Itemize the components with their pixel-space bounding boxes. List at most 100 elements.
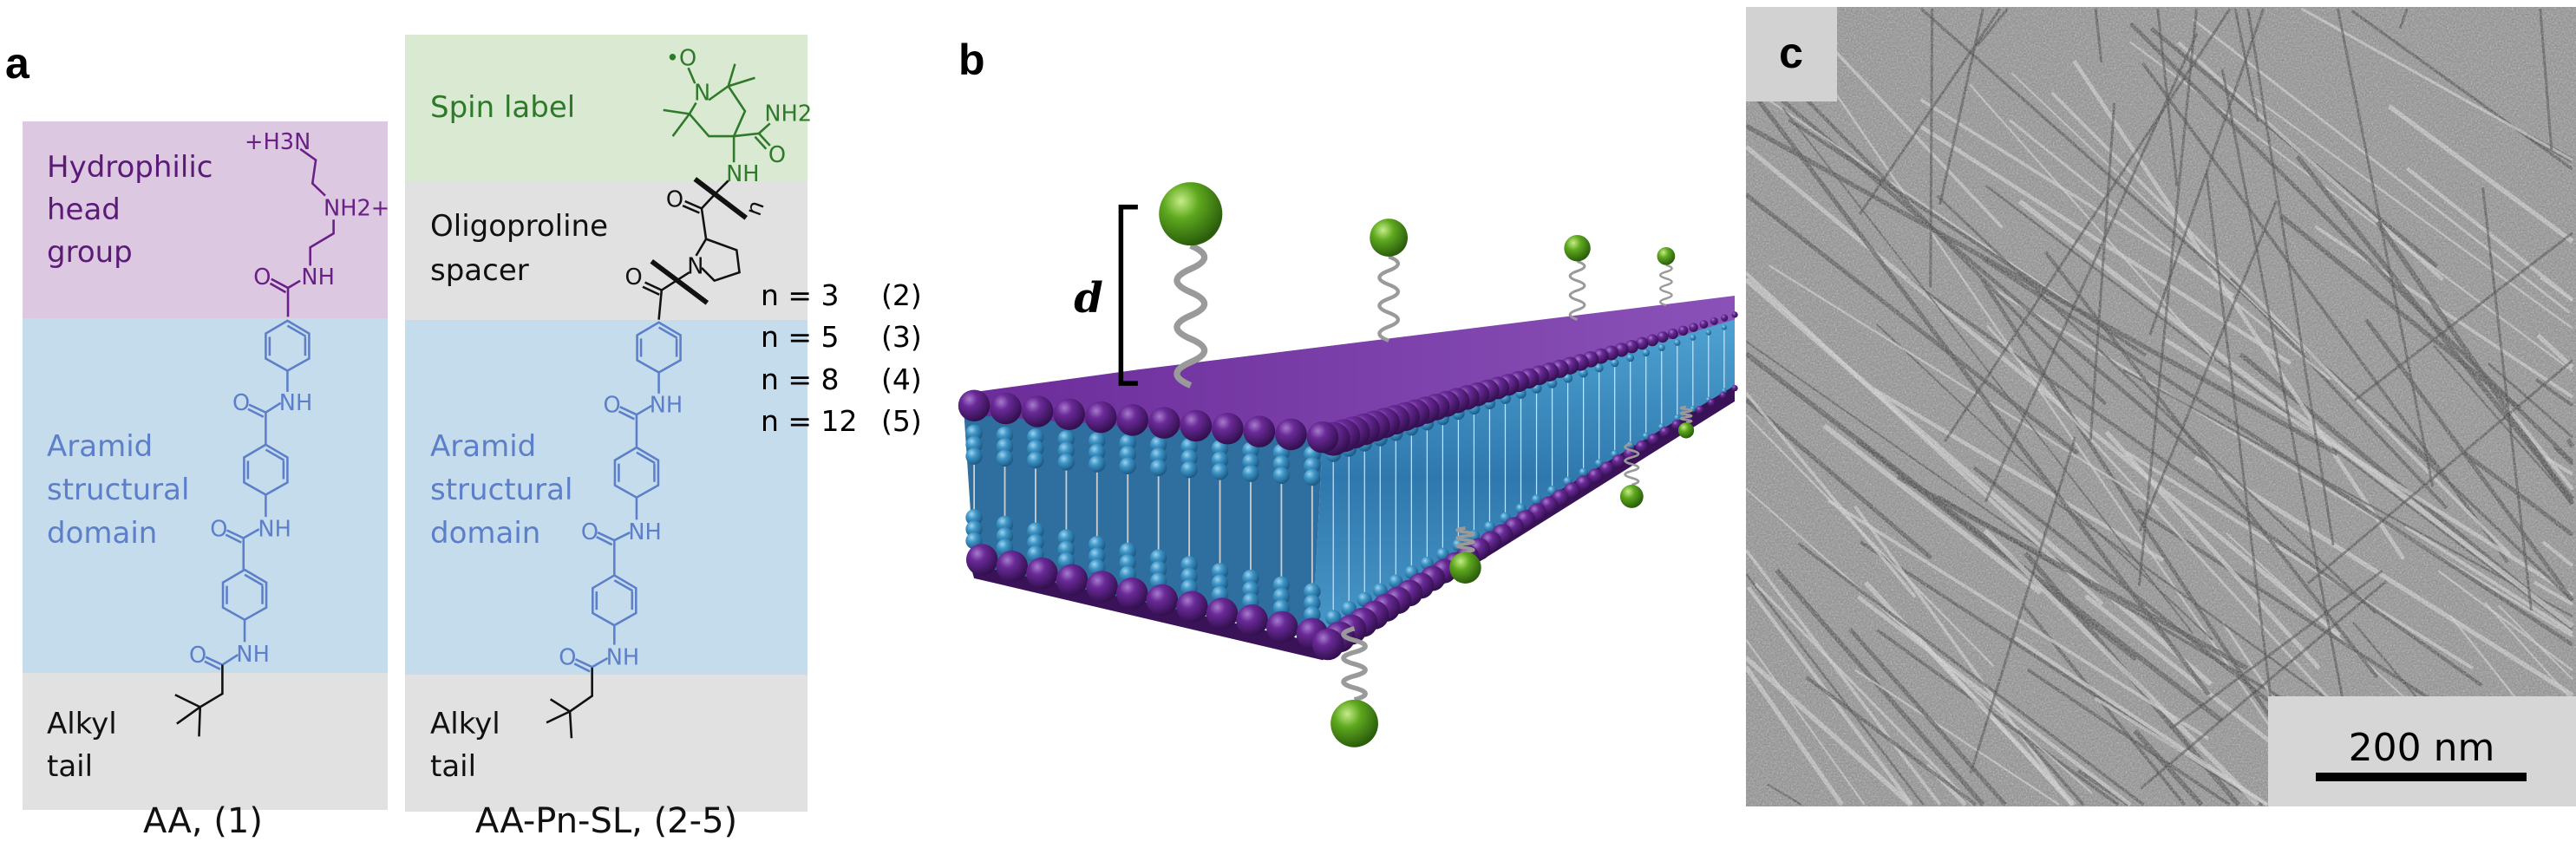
head-sphere (990, 392, 1022, 425)
tail-bead (1211, 574, 1229, 591)
aa-molecule-structure: +H3N NH2+ NH O NH O NH O NH O (174, 129, 389, 737)
top-face (963, 296, 1736, 441)
spin-label-sphere (1677, 422, 1695, 439)
tail-bead (1304, 468, 1321, 486)
tail-bead (1149, 549, 1167, 567)
head-sphere (1612, 454, 1625, 468)
spin-label-region (405, 35, 807, 182)
head-sphere (1599, 461, 1614, 476)
head-sphere (1021, 395, 1054, 428)
spin-label-sphere (1159, 182, 1223, 246)
head-sphere (1721, 314, 1729, 322)
tail-bead (1272, 467, 1291, 485)
chem-label: NH (726, 161, 759, 187)
distance-label: d (1074, 274, 1103, 323)
head-sphere (1659, 427, 1670, 438)
tail-bead (1057, 540, 1076, 558)
tail-bead (1594, 363, 1604, 373)
region-label: Alkyl (430, 707, 500, 741)
head-sphere (1689, 323, 1698, 332)
tail-bead (1242, 581, 1259, 598)
tail-bead (996, 426, 1014, 444)
caption-aa: AA, (1) (143, 801, 263, 841)
tail-bead (1180, 556, 1198, 573)
chem-label: O (253, 264, 271, 290)
tail-bead (1211, 440, 1229, 457)
head-sphere (1026, 557, 1058, 590)
head-sphere (1647, 434, 1659, 446)
spin-label-sphere (1449, 552, 1481, 584)
tail-bead (996, 515, 1014, 533)
spin-label-sphere (1370, 219, 1409, 257)
region-label: structural (430, 473, 572, 507)
caption-aa-pn-sl: AA-Pn-SL, (2-5) (475, 801, 737, 841)
head-sphere (1587, 468, 1603, 484)
head-sphere (1306, 421, 1339, 454)
tail-bead (965, 424, 983, 442)
linker-helix (1568, 260, 1586, 321)
tail-bead (1674, 339, 1681, 346)
region-label: head (47, 193, 121, 227)
tail-bead (1119, 446, 1136, 463)
head-sphere (965, 544, 998, 576)
region-label: Aramid (430, 429, 536, 464)
tail-bead (1642, 349, 1650, 357)
chem-label: O (189, 643, 206, 669)
chem-label: +H3N (245, 129, 311, 155)
tail-bead (1119, 457, 1136, 474)
chem-label: O (603, 393, 620, 419)
tail-bead (1531, 494, 1542, 506)
panel-label-c: c (1779, 29, 1803, 77)
region-label: domain (430, 516, 540, 551)
head-sphere (1695, 406, 1704, 414)
panel-a: a Hydrophilic head group Aramid structur… (5, 35, 922, 841)
chem-label: •O (666, 46, 696, 72)
head-sphere (1575, 475, 1592, 492)
tail-bead (1242, 465, 1259, 482)
tail-bead (1626, 354, 1635, 362)
tail-bead (1149, 459, 1167, 477)
tail-bead (1089, 547, 1106, 565)
tail-bead (1149, 447, 1167, 465)
tail-bead (1027, 440, 1044, 457)
nanoribbon-model (958, 182, 1738, 747)
tail-bead (1483, 521, 1496, 533)
tail-bead (965, 447, 983, 465)
tail-bead (1690, 334, 1697, 341)
spin-labels (1159, 182, 1695, 747)
tail-bead (1242, 453, 1259, 471)
alkyl-region-left (23, 673, 388, 810)
spacer-length: n = 3 (761, 278, 840, 312)
head-sphere (1707, 399, 1716, 407)
head-sphere (1311, 628, 1344, 661)
linker-helix (1679, 405, 1693, 424)
tail-bead (1027, 533, 1044, 552)
compound-number: (3) (881, 320, 922, 354)
spacer-length: n = 12 (761, 404, 858, 438)
region-label: Oligoproline (430, 209, 608, 244)
side-face (1311, 317, 1736, 639)
chem-label: NH (301, 264, 334, 290)
linker-helix (1377, 254, 1400, 343)
tem-micrograph (1746, 7, 2576, 806)
head-sphere (1265, 610, 1298, 643)
spin-label-sphere (1564, 235, 1591, 262)
head-sphere (1146, 584, 1179, 617)
tail-bead (1119, 542, 1136, 560)
head-sphere (1176, 591, 1208, 623)
region-label: Aramid (47, 429, 153, 464)
chem-label: O (232, 390, 250, 416)
linker-helix (1624, 442, 1640, 486)
head-group-spheres (958, 311, 1738, 661)
tail-bead (1119, 554, 1136, 571)
spacer-length-list: n = 3 (2) n = 5 (3) n = 8 (4) n = 12 (5) (761, 278, 922, 438)
tail-bead (1089, 536, 1106, 553)
panel-label-b: b (958, 36, 985, 84)
tail-bead (1057, 430, 1076, 447)
compound-number: (5) (881, 404, 922, 438)
spacer-length: n = 5 (761, 320, 840, 354)
distance-bracket (1118, 204, 1138, 386)
chem-label: NH (236, 642, 269, 668)
head-sphere (1206, 597, 1239, 630)
head-group-region (23, 121, 388, 318)
